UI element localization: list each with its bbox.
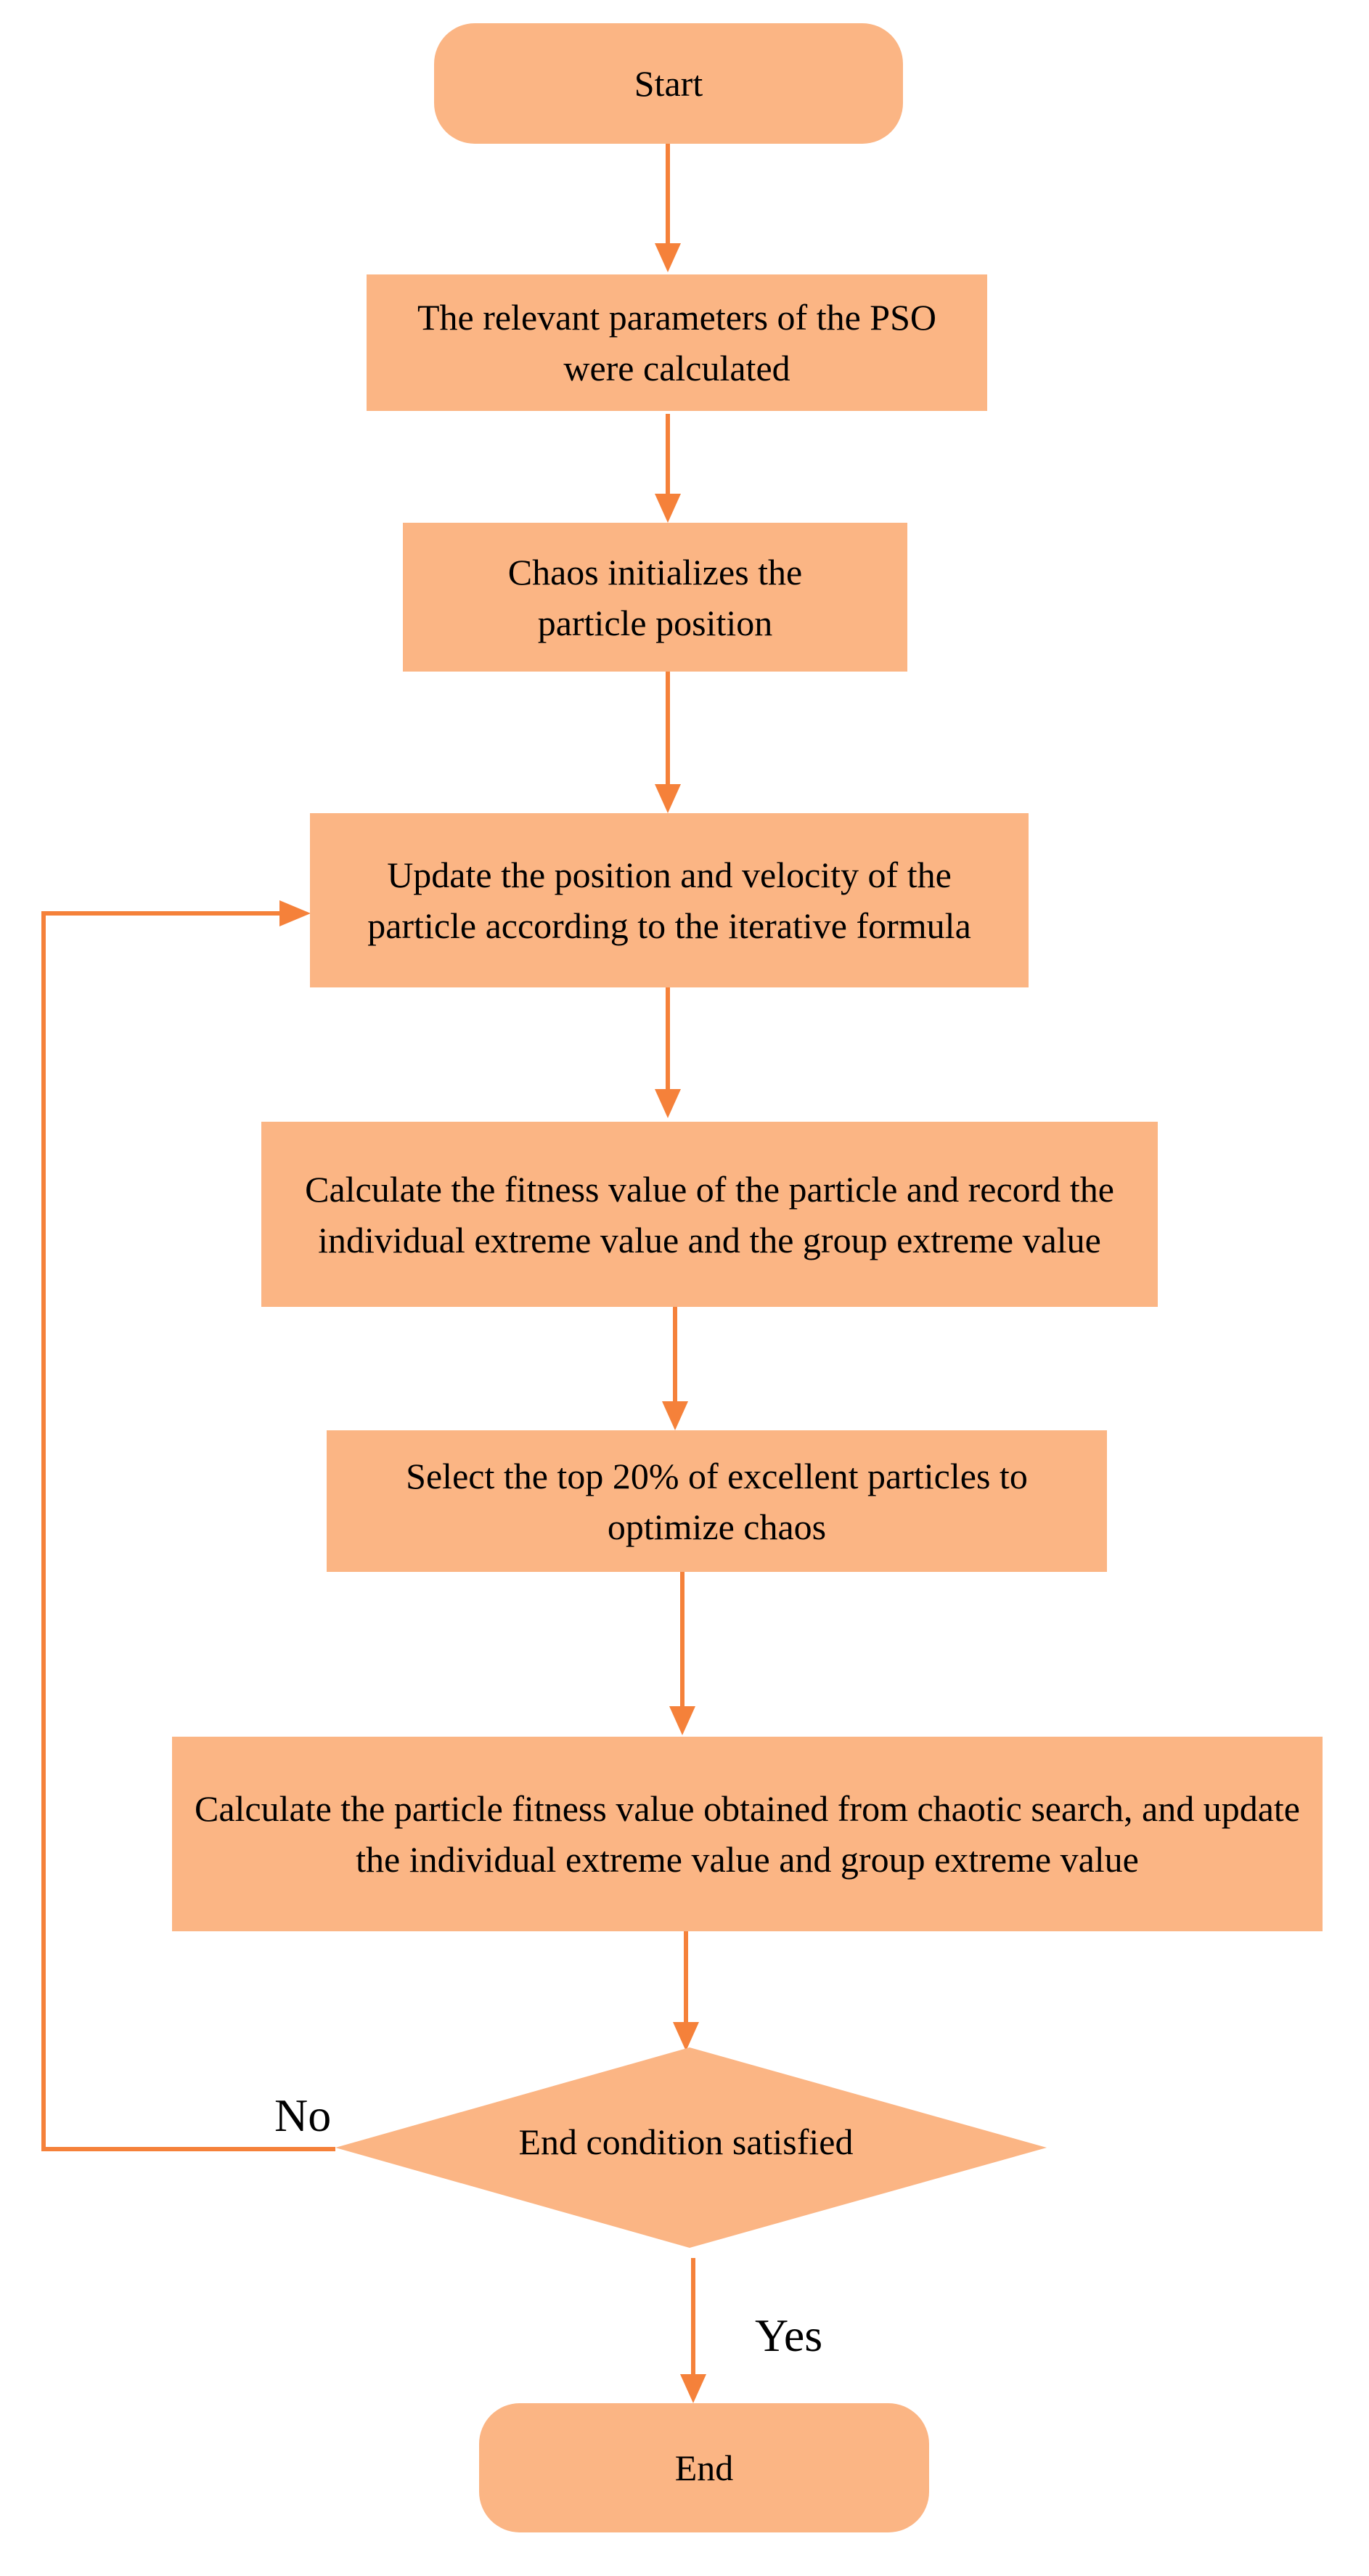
arrowhead-loop xyxy=(279,900,311,926)
arrowhead-step4 xyxy=(655,1089,681,1118)
arrowhead-step3 xyxy=(655,784,681,813)
decision-diamond xyxy=(335,2047,1047,2248)
step-update-position-velocity: Update the position and velocity of the … xyxy=(310,813,1029,987)
edge-no-loop xyxy=(41,911,335,2151)
arrowhead-decision xyxy=(673,2022,699,2051)
step-select-top-particles: Select the top 20% of excellent particle… xyxy=(327,1430,1107,1572)
end-node: End xyxy=(479,2403,929,2532)
decision-label: End condition satisfied xyxy=(518,2121,854,2162)
step-calculate-pso-parameters: The relevant parameters of the PSO were … xyxy=(367,274,987,411)
arrowhead-end xyxy=(680,2374,706,2403)
arrowhead-step1 xyxy=(655,243,681,272)
step-calculate-fitness-record-extremes: Calculate the fitness value of the parti… xyxy=(261,1122,1158,1307)
step-chaotic-search-update-extremes: Calculate the particle fitness value obt… xyxy=(172,1737,1323,1931)
arrowhead-step2 xyxy=(655,494,681,523)
arrowhead-step5 xyxy=(662,1401,688,1430)
no-edge-label: No xyxy=(274,2090,332,2141)
start-node: Start xyxy=(434,23,903,144)
yes-edge-label: Yes xyxy=(755,2310,823,2361)
arrowhead-step6 xyxy=(669,1706,695,1735)
step-chaos-initialize-position: Chaos initializes the particle position xyxy=(403,523,907,672)
